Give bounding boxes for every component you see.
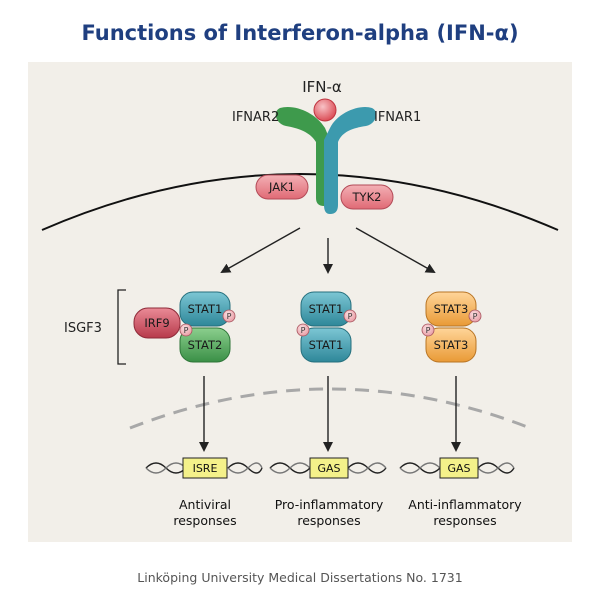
stat3-label: STAT3	[434, 302, 469, 316]
diagram-panel	[28, 62, 572, 542]
dna-helix-gas-stat3: GAS	[399, 457, 515, 479]
stat1-protein: STAT1	[300, 327, 352, 363]
tyk2-kinase: TYK2	[340, 184, 394, 210]
stat3-protein: STAT3	[425, 327, 477, 363]
phosphate-group: P	[421, 323, 435, 337]
proinflammatory-response-label: Pro-inflammatory	[275, 497, 384, 512]
ifnar2-receptor	[275, 106, 330, 206]
isgf3-bracket	[117, 289, 126, 365]
arrow-to-stat3-dimer	[355, 227, 436, 273]
antiinflammatory-response-label: Anti-inflammatory	[408, 497, 522, 512]
gas-element	[309, 457, 349, 479]
stat1-label: STAT1	[309, 338, 344, 352]
cell-membrane	[41, 173, 559, 231]
phosphate-group: P	[179, 323, 193, 337]
ligand-label: IFN-α	[302, 78, 342, 96]
gas-element	[439, 457, 479, 479]
stat2-protein: STAT2	[179, 327, 231, 363]
phosphate-label: P	[301, 326, 306, 335]
page-title: Functions of Interferon-alpha (IFN-α)	[81, 21, 518, 45]
stat1-protein: STAT1	[179, 291, 231, 327]
antiinflammatory-response-label-2: responses	[433, 513, 496, 528]
irf9-label: IRF9	[144, 316, 169, 330]
isre-label: ISRE	[193, 462, 218, 475]
nuclear-membrane	[129, 387, 531, 430]
phosphate-label: P	[348, 312, 353, 321]
stat1-label: STAT1	[188, 302, 223, 316]
jak1-label: JAK1	[268, 180, 295, 194]
footer-caption: Linköping University Medical Dissertatio…	[137, 570, 462, 585]
stat1-label: STAT1	[309, 302, 344, 316]
stat1-protein: STAT1	[300, 291, 352, 327]
irf9-protein: IRF9	[133, 307, 181, 339]
proinflammatory-response-label-2: responses	[297, 513, 360, 528]
tyk2-label: TYK2	[352, 190, 382, 204]
isgf3-complex: IRF9 STAT1 STAT2 P P	[133, 291, 236, 363]
phosphate-label: P	[426, 326, 431, 335]
ifnar2-label: IFNAR2	[232, 110, 279, 125]
dna-helix-isre: ISRE	[145, 457, 263, 479]
ifnar1-label: IFNAR1	[374, 110, 421, 125]
phosphate-label: P	[227, 312, 232, 321]
isre-element	[182, 457, 228, 479]
phosphate-group: P	[222, 309, 236, 323]
antiviral-response-label-2: responses	[173, 513, 236, 528]
phosphate-label: P	[473, 312, 478, 321]
dna-helix-gas-stat1: GAS	[269, 457, 387, 479]
stat1-homodimer: STAT1 STAT1 P P	[296, 291, 357, 363]
phosphate-group: P	[343, 309, 357, 323]
stat3-protein: STAT3	[425, 291, 477, 327]
isgf3-label: ISGF3	[64, 321, 102, 336]
ifn-alpha-ligand	[313, 98, 337, 122]
jak1-kinase: JAK1	[255, 174, 309, 200]
phosphate-group: P	[468, 309, 482, 323]
stat2-label: STAT2	[188, 338, 223, 352]
phosphate-label: P	[184, 326, 189, 335]
ifnar1-receptor	[324, 106, 377, 214]
gas-label: GAS	[317, 462, 340, 475]
arrow-to-isgf3	[220, 227, 301, 273]
stat3-homodimer: STAT3 STAT3 P P	[421, 291, 482, 363]
antiviral-response-label: Antiviral	[179, 497, 231, 512]
stat3-label: STAT3	[434, 338, 469, 352]
phosphate-group: P	[296, 323, 310, 337]
gas-label: GAS	[447, 462, 470, 475]
